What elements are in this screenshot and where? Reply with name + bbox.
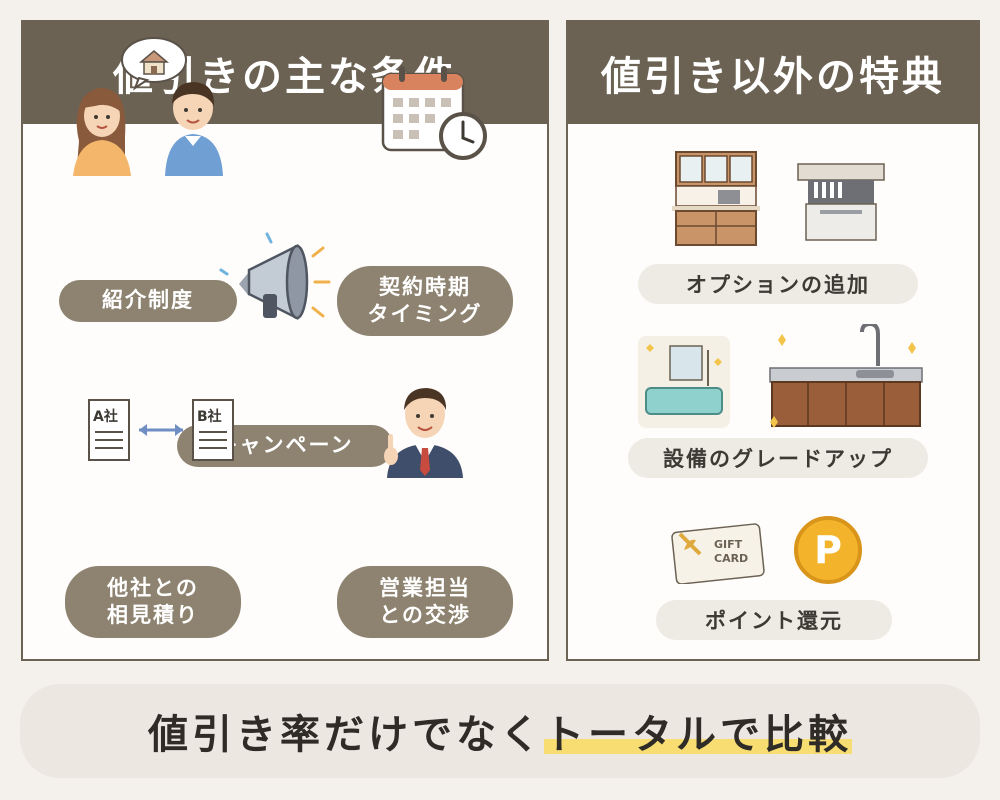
competitor-quote-line2: 相見積り	[107, 603, 199, 627]
conditions-panel: 値引きの主な条件 紹介制度 契約時	[21, 20, 549, 661]
summary-text: 値引き率だけでなく	[148, 712, 544, 758]
benefits-panel: 値引き以外の特典 オプションの追加	[566, 20, 980, 661]
kitchen-cupboard-illustration	[672, 151, 760, 246]
point-coin-illustration: P	[794, 516, 862, 584]
bathtub-illustration	[638, 336, 730, 428]
contract-timing-line2: タイミング	[367, 302, 483, 326]
referral-program-label: 紹介制度	[59, 280, 237, 322]
referral-program-text: 紹介制度	[102, 288, 194, 313]
competitor-quote-label: 他社との 相見積り	[65, 566, 241, 638]
document-comparison-illustration: A社 B社	[87, 398, 237, 464]
gift-card-illustration: GIFT CARD	[670, 520, 766, 584]
gift-card-text-line1: GIFT	[714, 538, 743, 551]
megaphone-illustration	[219, 232, 331, 321]
competitor-quote-line1: 他社との	[107, 575, 199, 600]
company-a-label: A社	[93, 409, 118, 425]
sales-negotiation-line1: 営業担当	[379, 575, 471, 600]
contract-timing-line1: 契約時期	[379, 274, 471, 299]
point-rebate-label: ポイント還元	[656, 600, 892, 640]
benefits-panel-title: 値引き以外の特典	[568, 22, 978, 124]
point-coin-letter: P	[814, 528, 842, 572]
summary-highlight-text: トータルで比較	[544, 702, 852, 760]
salesperson-illustration	[384, 388, 463, 478]
equipment-upgrade-label: 設備のグレードアップ	[628, 438, 928, 478]
calendar-clock-illustration	[381, 66, 487, 160]
kitchen-counter-illustration	[769, 324, 923, 428]
option-addition-label: オプションの追加	[638, 264, 918, 304]
couple-talking-about-house-illustration	[73, 37, 223, 176]
campaign-text: キャンペーン	[216, 433, 354, 458]
sales-negotiation-label: 営業担当 との交渉	[337, 566, 513, 638]
dishwasher-illustration	[797, 163, 885, 241]
contract-timing-label: 契約時期 タイミング	[337, 266, 513, 336]
summary-banner: 値引き率だけでなく トータルで比較	[20, 684, 980, 778]
gift-card-text-line2: CARD	[714, 552, 749, 565]
company-b-label: B社	[197, 409, 222, 425]
sales-negotiation-line2: との交渉	[379, 603, 471, 627]
